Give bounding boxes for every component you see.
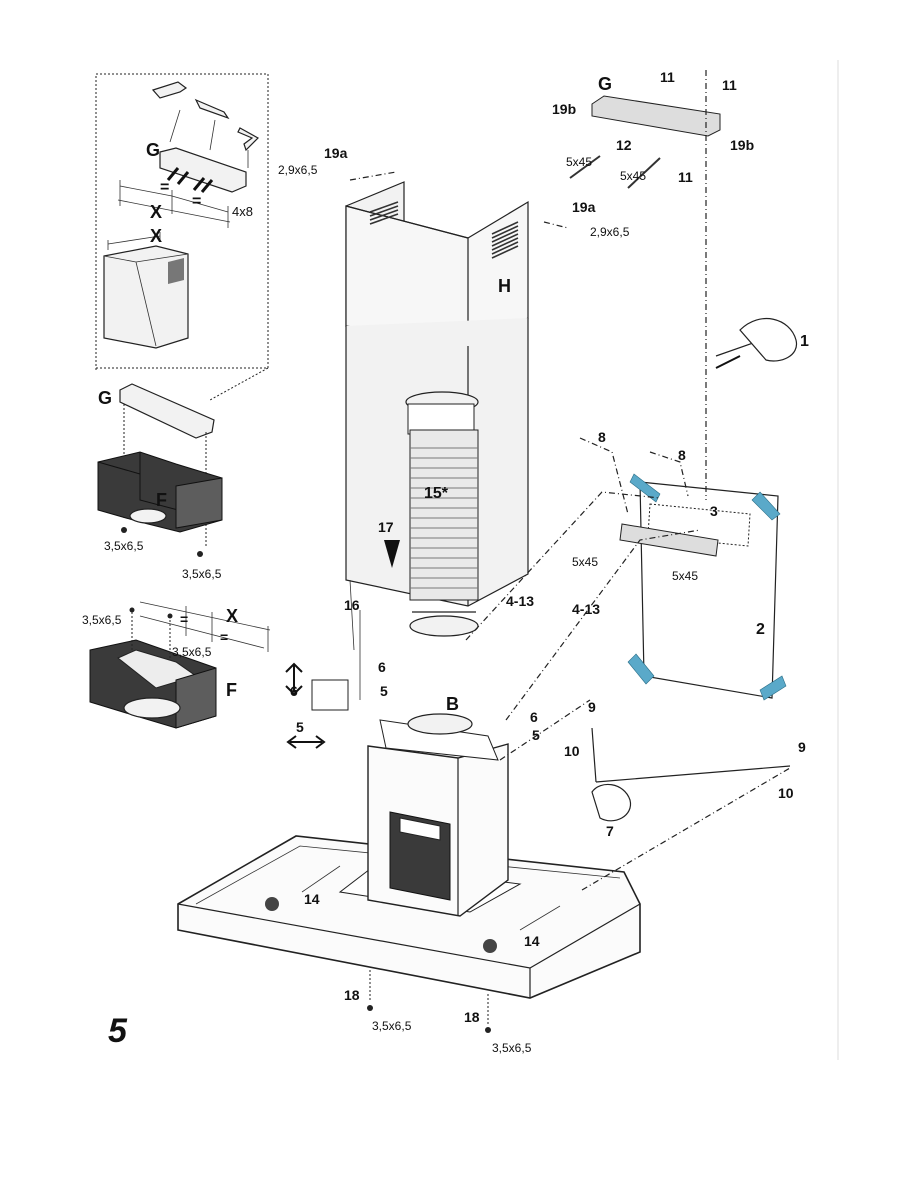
label-F-bottom: F: [226, 680, 237, 700]
label-4-13: 4-13: [506, 593, 534, 609]
label-G-mid: G: [98, 388, 112, 408]
top-bracket-assembly: [569, 70, 721, 500]
label-19b-left: 19b: [552, 101, 576, 117]
label-screw-size: 3,5x6,5: [172, 645, 212, 659]
label-5: 5: [532, 727, 540, 743]
label-screw-5x45: 5x45: [566, 155, 592, 169]
bracket-piece: [151, 81, 188, 99]
label-5: 5: [296, 719, 304, 735]
label-11: 11: [678, 169, 693, 185]
label-8: 8: [598, 429, 606, 445]
hand-icon: [591, 783, 632, 822]
knob-icon: [483, 939, 497, 953]
label-X-inset-box: X: [150, 226, 162, 246]
label-6: 6: [378, 659, 386, 675]
vertical-adjust-arrow-icon: [285, 662, 303, 696]
label-10: 10: [778, 785, 794, 801]
label-15: 15*: [424, 485, 449, 502]
label-screw-size: 2,9x6,5: [278, 163, 318, 177]
label-17: 17: [378, 519, 394, 535]
label-18: 18: [344, 987, 360, 1003]
knob-icon: [265, 897, 279, 911]
label-19a-left: 19a: [324, 145, 348, 161]
flexible-duct: [405, 391, 479, 637]
label-screw-5x45: 5x45: [620, 169, 646, 183]
figure-number: 5: [108, 1012, 128, 1050]
label-screw-size: 3,5x6,5: [492, 1041, 532, 1055]
label-18: 18: [464, 1009, 480, 1025]
label-screw-size: 3,5x6,5: [82, 613, 122, 627]
label-equal: =: [192, 193, 201, 210]
arrow-down-icon: [384, 540, 400, 568]
label-G-inset: G: [146, 140, 160, 160]
bracket-g-mid: [119, 383, 215, 439]
inset-detail: [95, 73, 269, 401]
label-equal: =: [220, 629, 228, 645]
screw-icon: [367, 1005, 373, 1011]
label-screw-size: 3,5x6,5: [182, 567, 222, 581]
motor-unit: [311, 679, 509, 917]
bracket-g-inset: [159, 147, 247, 193]
label-6: 6: [290, 683, 298, 699]
label-16: 16: [344, 597, 360, 613]
label-G-top: G: [598, 74, 612, 94]
label-screw-5x45: 5x45: [572, 555, 598, 569]
label-H: H: [498, 276, 511, 296]
label-X-inset-top: X: [150, 202, 162, 222]
horizontal-adjust-arrow-icon: [286, 735, 326, 749]
label-F-top: F: [156, 490, 167, 510]
label-14: 14: [304, 891, 320, 907]
label-5: 5: [380, 683, 388, 699]
label-11: 11: [722, 77, 737, 93]
charcoal-filter-assembly-top: [97, 383, 223, 557]
label-equal: =: [160, 179, 169, 196]
chimney-box-inset: [103, 245, 189, 349]
bracket-piece: [237, 127, 259, 152]
label-6: 6: [530, 709, 538, 725]
connector-box: [311, 679, 349, 711]
label-screw-size: 3,5x6,5: [372, 1019, 412, 1033]
pointer-arrow-icon: [715, 355, 741, 369]
label-19a-right: 19a: [572, 199, 596, 215]
label-X-bottom: X: [226, 606, 238, 626]
bracket-piece: [194, 98, 230, 120]
charcoal-filter-assembly-bottom: [89, 601, 271, 729]
vent-grille: [168, 258, 184, 284]
label-9: 9: [588, 699, 596, 715]
label-screw-5x45: 5x45: [672, 569, 698, 583]
label-14: 14: [524, 933, 540, 949]
wall-template: [619, 473, 787, 701]
bracket-wall: [619, 523, 719, 557]
label-3: 3: [710, 503, 718, 519]
label-11: 11: [660, 69, 675, 85]
hand-icon: [739, 317, 798, 362]
label-7: 7: [606, 823, 614, 839]
label-screw-4x8: 4x8: [232, 204, 253, 219]
label-4-13: 4-13: [572, 601, 600, 617]
label-1: 1: [800, 333, 809, 350]
label-equal: =: [180, 611, 188, 627]
label-screw-size: 3,5x6,5: [104, 539, 144, 553]
label-8: 8: [678, 447, 686, 463]
label-10: 10: [564, 743, 580, 759]
screw-icon: [166, 167, 214, 193]
vent-grille: [369, 201, 519, 259]
label-screw-size: 2,9x6,5: [590, 225, 630, 239]
label-19b-right: 19b: [730, 137, 754, 153]
label-B: B: [446, 694, 459, 714]
label-9: 9: [798, 739, 806, 755]
screw-icon: [485, 1027, 491, 1033]
bracket-g-top: [591, 95, 721, 137]
label-2: 2: [756, 621, 765, 638]
label-12: 12: [616, 137, 632, 153]
